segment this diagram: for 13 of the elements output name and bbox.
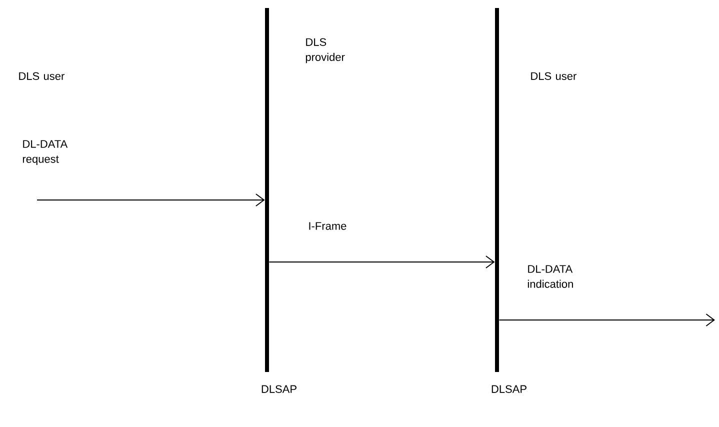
arrow — [268, 256, 495, 268]
arrow — [498, 314, 715, 326]
sap-label: DLSAP — [492, 385, 526, 393]
arrow — [36, 194, 265, 206]
message-label: DL-DATA request — [22, 140, 68, 166]
layer-label: DLS user — [531, 72, 576, 80]
timeline-bar — [265, 8, 269, 372]
layer-label: DLS provider — [306, 38, 345, 64]
message-label: DL-DATA indication — [528, 265, 573, 288]
sap-label: DLSAP — [262, 385, 296, 393]
layer-label: DLS user — [19, 72, 64, 80]
message-label: I-Frame — [309, 222, 346, 230]
timeline-bar — [495, 8, 499, 372]
